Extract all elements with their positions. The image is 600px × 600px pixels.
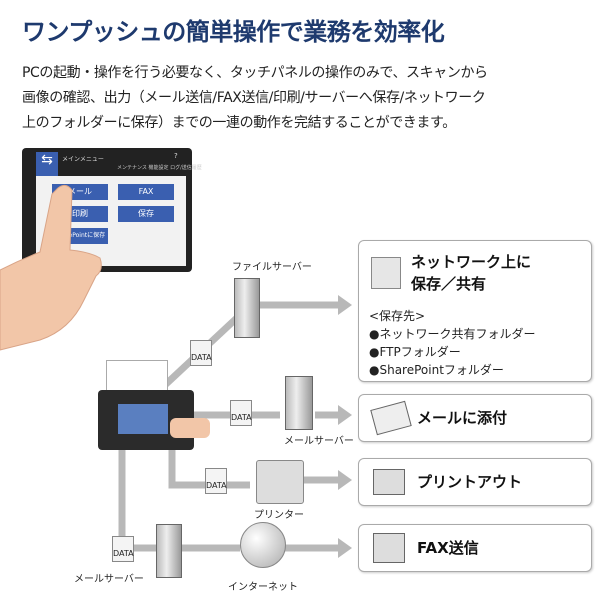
folder-icon (371, 257, 401, 289)
destination-item: ●SharePointフォルダー (369, 363, 504, 377)
fax-icon (373, 533, 405, 563)
printer-label: プリンター (254, 510, 304, 521)
swap-icon[interactable]: ⇆ (36, 152, 58, 176)
destination-item: ●FTPフォルダー (369, 345, 461, 359)
file-server-icon (234, 278, 260, 338)
data-file-icon: DATA (230, 400, 252, 426)
output-network-storage: ネットワーク上に 保存／共有 <保存先> ●ネットワーク共有フォルダー ●FTP… (358, 240, 592, 382)
destination-item: ●ネットワーク共有フォルダー (369, 327, 536, 341)
hand-illustration (0, 184, 102, 351)
globe-icon (240, 522, 286, 568)
mail-server-icon (156, 524, 182, 578)
data-file-icon: DATA (112, 536, 134, 562)
mail-server-icon (285, 376, 313, 430)
data-file-icon: DATA (205, 468, 227, 494)
fax-button[interactable]: FAX (118, 184, 174, 200)
status-item[interactable]: ログ/送信履歴 (170, 165, 202, 171)
output-title: FAX送信 (417, 539, 479, 557)
page-title: ワンプッシュの簡単操作で業務を効率化 (22, 18, 445, 46)
status-item[interactable]: 機能設定 (148, 165, 169, 171)
description-line: 上のフォルダーに保存）までの一連の動作を完結することができます。 (22, 115, 456, 131)
data-file-icon: DATA (190, 340, 212, 366)
output-title: ネットワーク上に 保存／共有 (411, 253, 532, 293)
description-line: PCの起動・操作を行う必要なく、タッチパネルの操作のみで、スキャンから (22, 65, 488, 81)
internet-label: インターネット (228, 582, 298, 593)
output-fax: FAX送信 (358, 524, 592, 572)
status-item[interactable]: メンテナンス (117, 165, 147, 171)
mail-server-label: メールサーバー (284, 436, 354, 447)
description-line: 画像の確認、出力（メール送信/FAX送信/印刷/サーバーへ保存/ネットワーク (22, 90, 486, 106)
mail-server-label: メールサーバー (74, 574, 144, 585)
printer-icon (256, 460, 304, 504)
output-title: プリントアウト (417, 473, 523, 491)
output-title: メールに添付 (417, 409, 508, 427)
output-mail: メールに添付 (358, 394, 592, 442)
destination-heading: <保存先> (369, 309, 426, 323)
scanner-illustration (98, 360, 210, 452)
save-button[interactable]: 保存 (118, 206, 174, 222)
file-server-label: ファイルサーバー (232, 262, 312, 273)
screen-header: メインメニュー (62, 156, 104, 163)
help-icon[interactable]: ? (174, 152, 178, 160)
output-print: プリントアウト (358, 458, 592, 506)
envelope-icon (370, 400, 412, 436)
printer-icon (373, 469, 405, 495)
